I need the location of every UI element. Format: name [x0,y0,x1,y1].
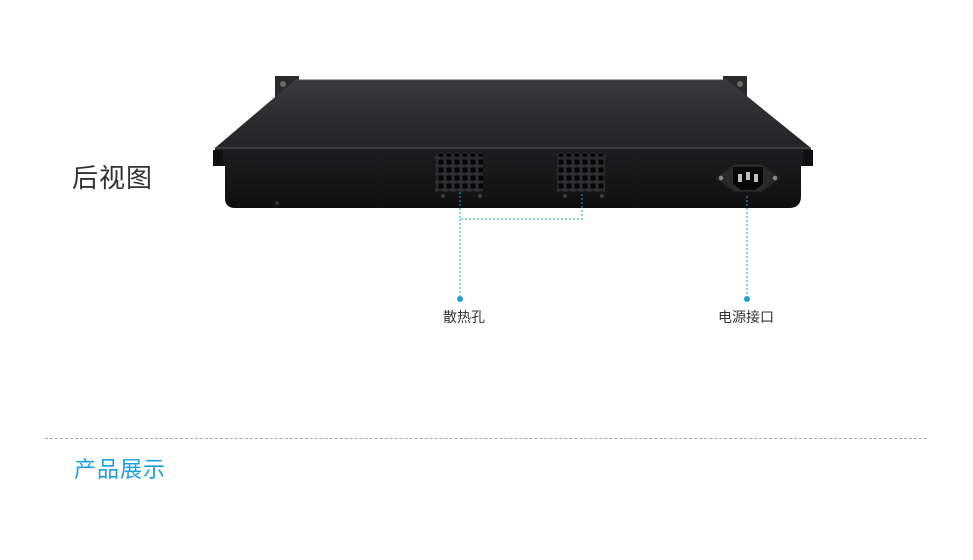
vents-callout-label: 散热孔 [443,310,485,326]
vents-leader [457,192,583,302]
power-callout-label: 电源接口 [718,310,774,326]
power-leader [744,196,750,302]
power-anchor-dot [744,296,750,302]
vents-anchor-dot [457,296,463,302]
vent-right [557,154,605,198]
vent-left [435,154,483,198]
chassis-top [215,80,811,148]
rear-panel [215,148,811,208]
power-socket [714,163,782,193]
section-title: 产品展示 [74,458,167,483]
section-divider [45,438,927,439]
device-rear-photo [213,76,813,208]
view-title: 后视图 [72,164,154,194]
